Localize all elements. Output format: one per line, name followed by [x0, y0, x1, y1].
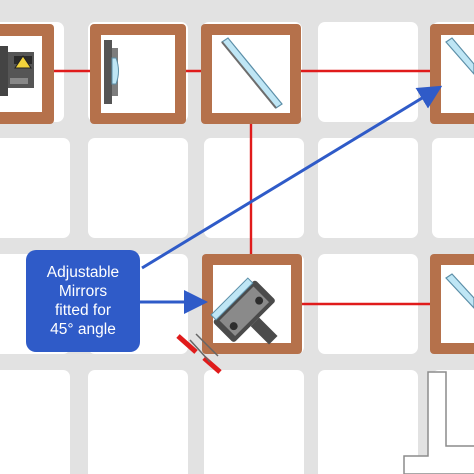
grid-cell	[432, 138, 474, 238]
mirror-icon	[445, 37, 474, 75]
adjustable-mirror-icon	[210, 277, 278, 345]
callout-line-4: 45° angle	[50, 321, 116, 338]
bottom-right-module	[430, 254, 474, 354]
mirror-icon	[445, 273, 474, 309]
lens-module	[90, 24, 186, 124]
grid-cell	[318, 138, 418, 238]
callout-line-3: fitted for	[55, 302, 111, 319]
beam-splitter-icon	[221, 37, 283, 109]
adjustable-mirror-module	[176, 254, 302, 374]
grid-cell	[318, 370, 418, 474]
module-insert	[441, 265, 474, 343]
mount-marker-icon	[176, 334, 222, 374]
arrow-to-top-mirror	[141, 85, 443, 270]
grid-cell	[204, 370, 304, 474]
grid-cell	[0, 138, 70, 238]
grid-cell	[88, 370, 188, 474]
mount-arm-icon	[189, 333, 219, 363]
adjustable-mirrors-callout: Adjustable Mirrors fitted for 45° angle	[26, 250, 140, 352]
lens-icon	[104, 40, 119, 104]
grid-cell	[88, 138, 188, 238]
callout-arrows	[140, 85, 443, 314]
beam-splitter-module	[201, 24, 301, 124]
laser-module	[0, 24, 54, 124]
top-right-mirror-module	[430, 24, 474, 124]
mounting-bracket-icon	[403, 371, 474, 474]
grid-cell	[204, 138, 304, 238]
callout-line-2: Mirrors	[58, 283, 108, 300]
grid-cell	[0, 370, 70, 474]
laser-source-icon	[0, 46, 34, 96]
callout-line-1: Adjustable	[46, 264, 120, 281]
